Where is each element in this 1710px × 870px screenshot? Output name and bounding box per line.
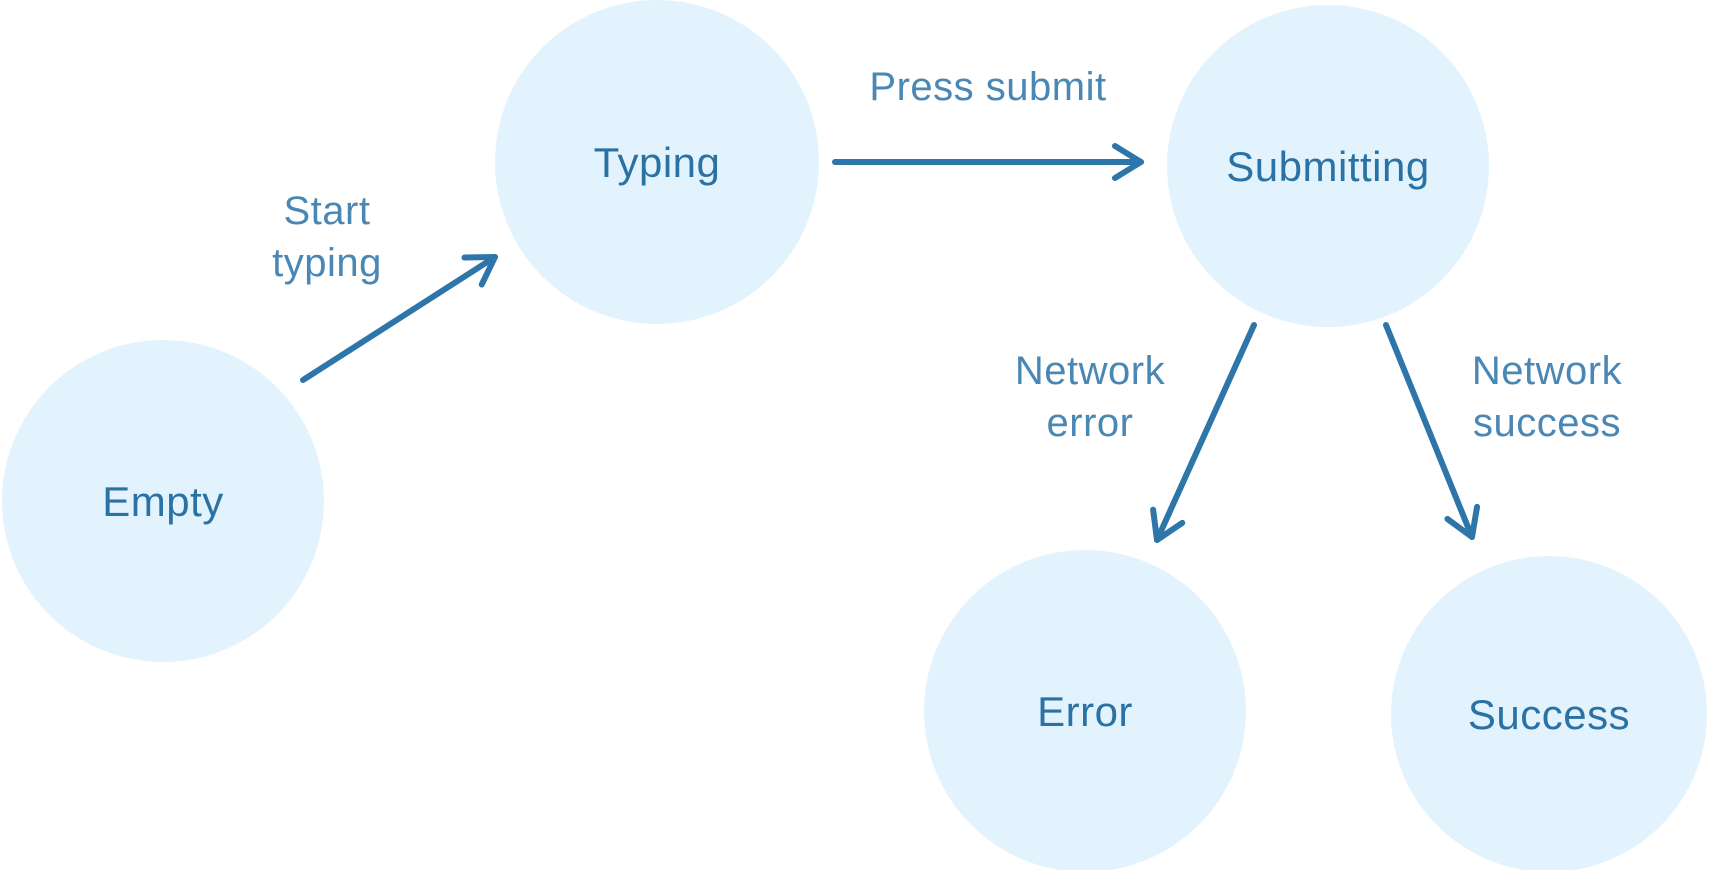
transition-label-network-error-line-2: error (1047, 401, 1134, 445)
state-circle-typing (495, 0, 819, 324)
state-label-submitting: Submitting (1226, 143, 1429, 190)
state-label-empty: Empty (102, 478, 224, 525)
transition-label-start-typing-line-1: Start (284, 189, 371, 233)
transition-label-start-typing-line-2: typing (272, 241, 382, 285)
state-node-empty: Empty (2, 340, 324, 662)
transitions-layer (300, 143, 1481, 543)
transition-label-network-error-line-1: Network (1015, 349, 1166, 393)
transition-label-press-submit: Press submit (869, 65, 1106, 109)
transition-label-network-success-line-1: Network (1472, 349, 1623, 393)
transition-arrow-start-typing (300, 254, 498, 383)
state-circle-empty (2, 340, 324, 662)
state-node-success: Success (1391, 556, 1707, 870)
transition-labels-layer: Start typing Press submit Network error … (272, 65, 1622, 445)
state-label-typing: Typing (594, 139, 721, 186)
state-label-error: Error (1037, 688, 1133, 735)
state-circle-success (1391, 556, 1707, 870)
state-node-error: Error (924, 550, 1246, 870)
state-node-typing: Typing (495, 0, 819, 324)
state-circle-error (924, 550, 1246, 870)
transition-arrow-network-error (1150, 322, 1257, 543)
transition-arrow-network-success (1383, 322, 1481, 540)
transition-label-network-success-line-2: success (1473, 401, 1621, 445)
state-node-submitting: Submitting (1167, 5, 1489, 327)
state-circle-submitting (1167, 5, 1489, 327)
state-label-success: Success (1468, 691, 1630, 738)
